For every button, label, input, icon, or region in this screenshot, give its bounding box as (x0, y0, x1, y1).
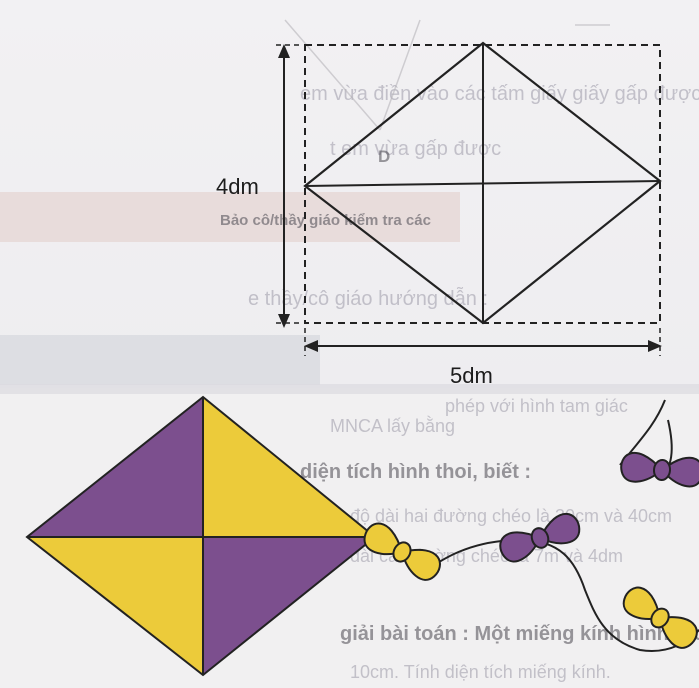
bleed-line-8: độ dài hai đường chéo là 30cm và 40cm (350, 506, 672, 526)
page-fold (0, 384, 699, 394)
rhombus-diagram: 4dm 5dm (216, 41, 662, 388)
bleed-through-lines (284, 19, 610, 131)
bleed-line-11: 10cm. Tính diện tích miếng kính. (350, 662, 611, 682)
bow-icon (363, 522, 441, 581)
horizontal-diagonal (304, 180, 661, 187)
faded-blue-band (0, 335, 320, 385)
height-dimension (276, 44, 300, 328)
bleed-line-4: e thầy/cô giáo hướng dẫn : (248, 287, 488, 310)
bleed-line-2: t em vừa gấp được (330, 138, 501, 160)
bleed-line-1: em vừa điền vào các tấm giấy giấy gấp đư… (300, 83, 699, 105)
bow-icon (622, 586, 698, 649)
bleed-line-6: phép với hình tam giác (445, 396, 628, 416)
height-label: 4dm (216, 174, 259, 199)
bleed-line-5: MNCA lấy bằng (330, 415, 455, 436)
bow-icon (499, 513, 581, 563)
kite-illustration (25, 395, 699, 677)
bleed-line-10: giải bài toán : Một miếng kính hình thoi… (340, 623, 699, 645)
bleed-line-7: diện tích hình thoi, biết : (300, 461, 531, 483)
bow-icon (620, 452, 699, 488)
bleed-line-3: Bảo cô/thầy giáo kiểm tra các (220, 212, 431, 229)
width-label: 5dm (450, 363, 493, 388)
point-label: D (378, 147, 390, 166)
faded-pink-band (0, 192, 460, 242)
width-dimension (304, 328, 662, 356)
